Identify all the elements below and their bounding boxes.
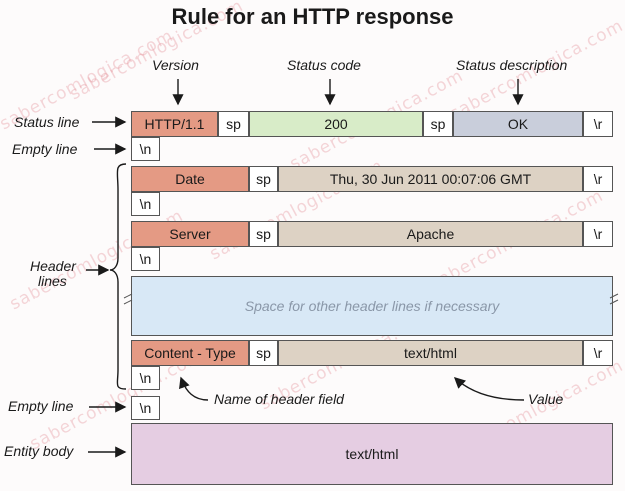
header-value-cell: Thu, 30 Jun 2011 00:07:06 GMT: [278, 166, 583, 192]
empty-line-lf-cell: \n: [131, 396, 160, 420]
name-of-header-field-label: Name of header field: [214, 391, 344, 407]
version-cell: HTTP/1.1: [131, 111, 218, 137]
sp-cell: sp: [218, 111, 249, 137]
value-label: Value: [528, 391, 564, 407]
version-label: Version: [152, 57, 199, 73]
arrow-value: [453, 377, 525, 401]
empty-line-label-bottom: Empty line: [8, 398, 74, 414]
lf-cell: \n: [131, 192, 160, 216]
cr-cell: \r: [583, 221, 613, 247]
cr-cell: \r: [583, 340, 613, 366]
header-name-cell: Date: [131, 166, 249, 192]
lf-cell: \n: [131, 137, 160, 161]
sp-cell: sp: [249, 221, 278, 247]
break-mark-left: [123, 293, 133, 305]
header-value-cell: Apache: [278, 221, 583, 247]
status-line-label: Status line: [14, 114, 80, 130]
sp-cell: sp: [249, 340, 278, 366]
header-lines-label-2: lines: [38, 273, 67, 289]
status-code-cell: 200: [249, 111, 423, 137]
lf-cell: \n: [131, 247, 160, 271]
sp-cell: sp: [249, 166, 278, 192]
sp-cell: sp: [423, 111, 453, 137]
status-code-label: Status code: [287, 57, 361, 73]
entity-body-label: Entity body: [4, 443, 74, 459]
lf-cell: \n: [131, 366, 160, 390]
status-description-label: Status description: [456, 57, 568, 73]
entity-body-cell: text/html: [131, 423, 613, 485]
status-description-cell: OK: [453, 111, 583, 137]
other-headers-space: Space for other header lines if necessar…: [131, 276, 613, 336]
empty-line-label-top: Empty line: [12, 141, 78, 157]
cr-cell: \r: [583, 111, 613, 137]
arrow-name-of-header-field: [179, 376, 209, 401]
header-name-cell: Server: [131, 221, 249, 247]
header-lines-label: Header: [30, 258, 76, 274]
header-value-cell: text/html: [278, 340, 583, 366]
header-lines-brace: [109, 163, 127, 390]
cr-cell: \r: [583, 166, 613, 192]
break-mark-right: [609, 293, 619, 305]
diagram-title: Rule for an HTTP response: [171, 4, 454, 29]
header-name-cell: Content - Type: [131, 340, 249, 366]
